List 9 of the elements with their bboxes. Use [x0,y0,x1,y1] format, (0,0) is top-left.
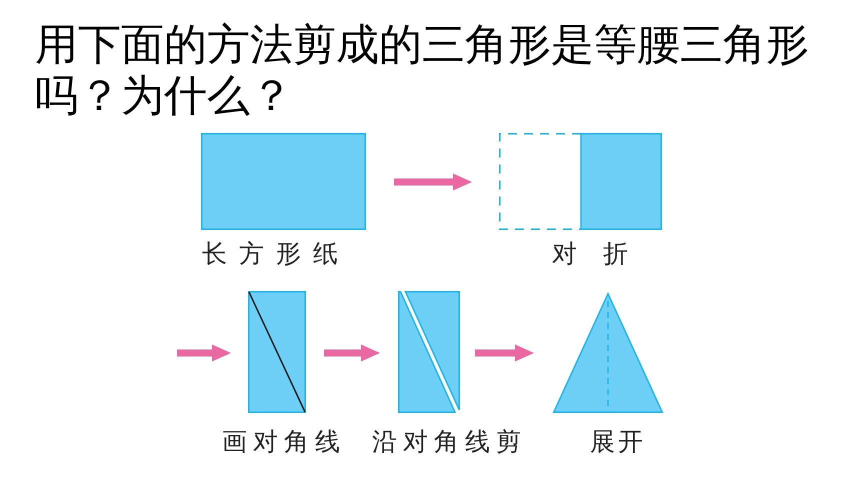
node-label: 展开 [590,428,643,456]
node-label: 沿对角线剪 [372,428,521,456]
node-label: 画对角线 [222,428,340,456]
arrow [177,344,231,362]
arrow [324,344,380,362]
node-label: 长方形纸 [202,240,338,268]
arrow [394,174,472,190]
title: 用下面的方法剪成的三角形是等腰三角形吗？为什么？ [35,20,810,122]
node-label: 对折 [552,240,628,268]
